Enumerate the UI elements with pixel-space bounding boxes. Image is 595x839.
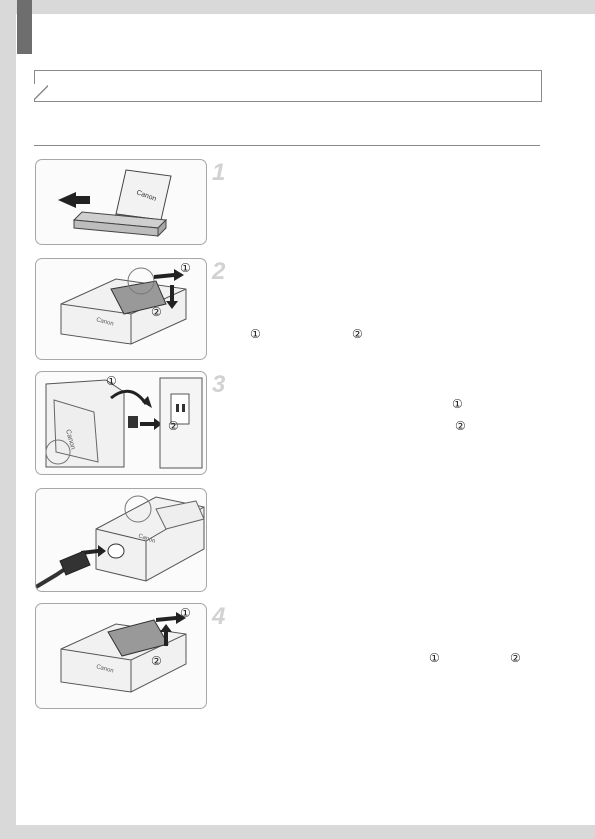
illustration-insert-battery: Canon: [35, 258, 207, 360]
text-callout-2: ②: [455, 419, 466, 433]
arrow-down-icon: [166, 285, 178, 309]
callout-2: ②: [151, 654, 162, 668]
chapter-tab-marker: [17, 0, 32, 54]
step-number: 1: [212, 159, 226, 186]
text-callout-2: ②: [510, 651, 521, 665]
callout-2: ②: [168, 419, 179, 433]
callout-1: ①: [180, 261, 191, 275]
text-callout-1: ①: [429, 651, 440, 665]
text-callout-2: ②: [352, 327, 363, 341]
svg-text:Canon: Canon: [95, 664, 114, 674]
callout-2: ②: [151, 305, 162, 319]
bottom-margin: [0, 825, 595, 839]
illustration-power-cord: Canon: [35, 488, 207, 592]
step-number: 4: [212, 603, 226, 630]
arrow-right-icon: [156, 612, 186, 624]
remove-battery-drawing: Canon: [60, 612, 187, 693]
illustration-plug-in: Canon: [35, 371, 207, 475]
illustration-remove-battery: Canon: [35, 603, 207, 709]
text-callout-1: ①: [250, 327, 261, 341]
top-margin: [0, 0, 595, 14]
section-header-box: [34, 70, 542, 102]
arrow-right-icon: [154, 269, 184, 281]
arrow-right-icon: [140, 418, 162, 430]
insert-battery-drawing: Canon: [60, 267, 187, 345]
arrow-left-icon: [58, 192, 90, 208]
section-divider: [34, 145, 540, 146]
battery-cover-drawing: Canon: [58, 169, 172, 238]
section-header-notch: [34, 84, 48, 100]
callout-1: ①: [106, 374, 117, 388]
illustration-remove-cover: Canon: [35, 159, 207, 245]
arrow-right-icon: [81, 545, 106, 557]
step-number: 2: [212, 258, 226, 285]
step-number: 3: [212, 371, 226, 398]
power-cord-drawing: Canon: [36, 495, 205, 589]
arrow-up-icon: [160, 624, 172, 646]
svg-text:Canon: Canon: [137, 533, 156, 545]
svg-text:Canon: Canon: [95, 317, 114, 327]
plug-in-drawing: Canon: [45, 377, 203, 469]
callout-1: ①: [180, 606, 191, 620]
text-callout-1: ①: [452, 397, 463, 411]
